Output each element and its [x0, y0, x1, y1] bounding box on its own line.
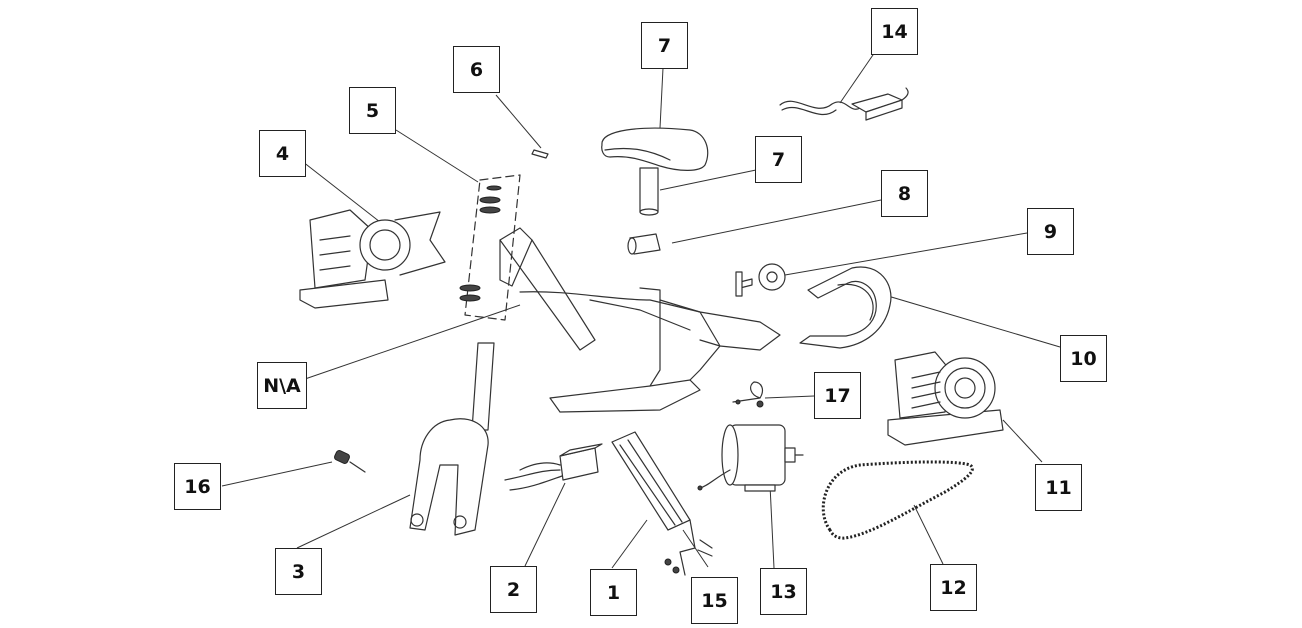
callout-n-a: N\A	[257, 362, 307, 409]
motor-drawing	[697, 424, 804, 492]
charger-drawing	[779, 87, 909, 121]
callout-12: 12	[930, 564, 977, 611]
callout-10: 10	[1060, 335, 1107, 382]
engine-cover-drawing	[299, 209, 446, 309]
callout-8: 8	[881, 170, 928, 217]
callout-5: 5	[349, 87, 396, 134]
chain-guard-drawing	[799, 266, 892, 349]
frame-drawing	[499, 227, 781, 413]
callout-15: 15	[691, 577, 738, 624]
wire-connector-drawing	[732, 381, 764, 408]
callout-13: 13	[760, 568, 807, 615]
battery-tube-drawing	[611, 431, 713, 576]
callout-14: 14	[871, 8, 918, 55]
callout-1: 1	[590, 569, 637, 616]
leader-lines	[221, 51, 1061, 569]
callout-9: 9	[1027, 208, 1074, 255]
fork-drawing	[409, 342, 495, 536]
callout-11: 11	[1035, 464, 1082, 511]
callout-7-seatpost: 7	[755, 136, 802, 183]
key-drawing	[334, 449, 366, 473]
callout-2: 2	[490, 566, 537, 613]
callout-6: 6	[453, 46, 500, 93]
seat-clamp-drawing	[627, 233, 661, 255]
callout-16: 16	[174, 463, 221, 510]
headset-drawing	[459, 149, 549, 321]
seat-drawing	[601, 127, 709, 216]
controller-drawing	[504, 443, 603, 491]
callout-3: 3	[275, 548, 322, 595]
callout-7-seat: 7	[641, 22, 688, 69]
engine-assembly-drawing	[887, 351, 1004, 446]
callout-4: 4	[259, 130, 306, 177]
callout-17: 17	[814, 372, 861, 419]
chain-drawing	[821, 460, 974, 540]
axle-bolt-drawing	[735, 263, 786, 297]
